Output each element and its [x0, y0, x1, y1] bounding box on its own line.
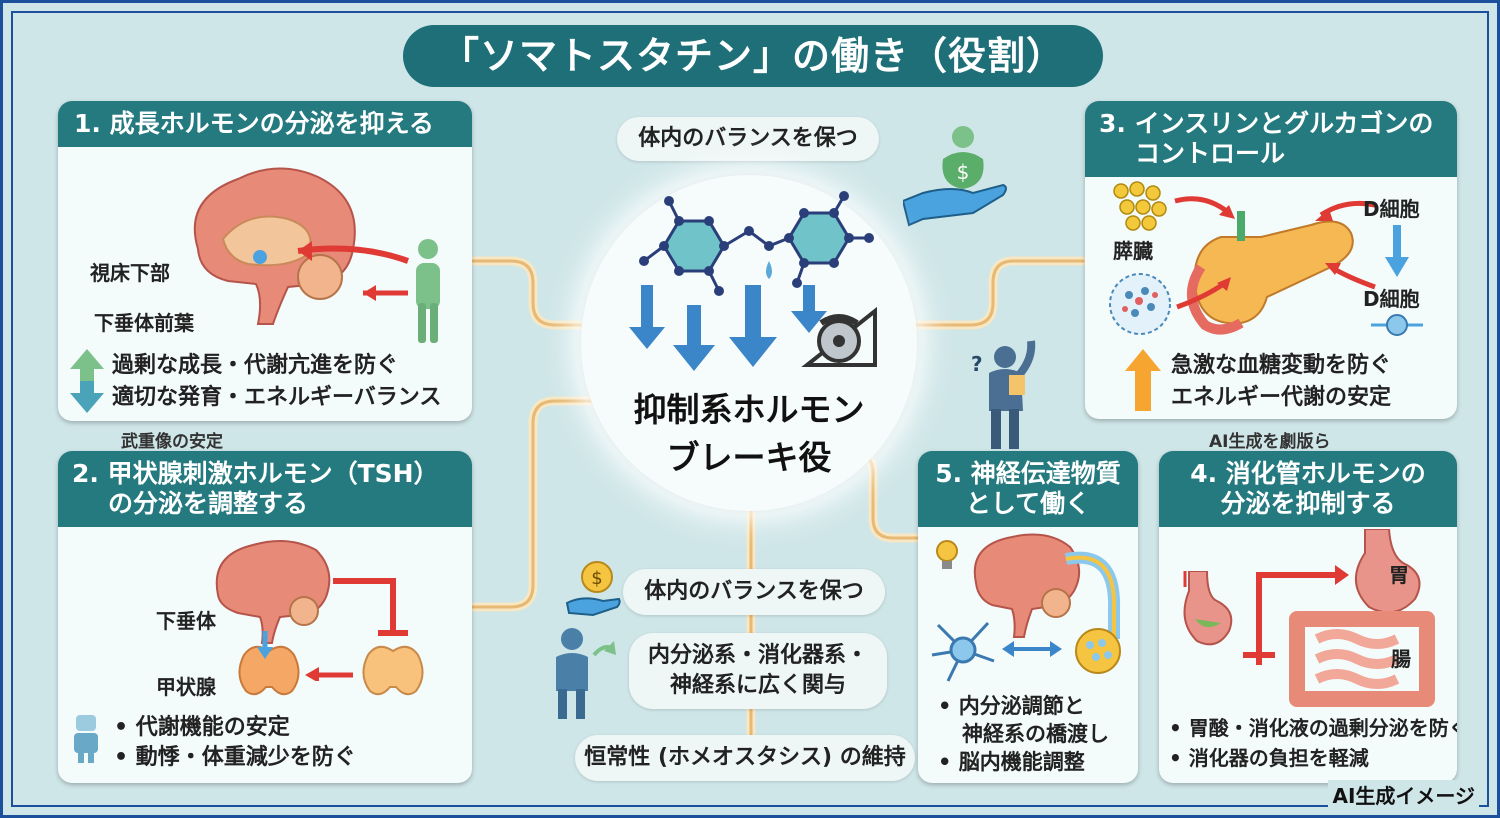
panel-gi-hormone: 4. 消化管ホルモンの 分泌を抑制する 胃 腸 • 胃酸・消化液の過剰分泌を防ぐ…: [1159, 451, 1457, 783]
svg-text:$: $: [591, 568, 602, 589]
panel1-header: 1. 成長ホルモンの分泌を抑える: [58, 101, 472, 147]
panel1-stray-text: 武重像の安定: [121, 432, 223, 452]
stomach-icon: [1354, 529, 1421, 614]
panel5-bullet-1: • 内分泌調節と: [938, 694, 1085, 718]
panel5-header: 5. 神経伝達物質 として働く: [918, 451, 1138, 527]
intestine-icon: [1289, 611, 1435, 707]
label-anterior-pituitary: 下垂体前葉: [94, 311, 194, 335]
panel4-bullet-1: • 胃酸・消化液の過剰分泌を防ぐ: [1169, 716, 1457, 740]
panel3-header-line2: コントロール: [1135, 139, 1286, 168]
pancreas-arrows-icon: [1174, 196, 1376, 310]
thyroid-icon-right: [362, 645, 424, 696]
stomach-small-icon: [1183, 571, 1233, 646]
center-circle: 抑制系ホルモン ブレーキ役: [581, 175, 917, 511]
person-thinking-icon: [556, 628, 616, 719]
brain-icon-small: [215, 540, 331, 644]
person-icon: [416, 239, 440, 343]
panel3-stray-text: AI生成を劇版ら: [1209, 432, 1331, 452]
center-pill-systems: 内分泌系・消化器系・ 神経系に広く関与: [629, 633, 887, 709]
center-pill-balance: 体内のバランスを保つ: [623, 569, 885, 615]
center-pill-systems-line2: 神経系に広く関与: [669, 673, 846, 698]
panel3-bullet-2: エネルギー代謝の安定: [1171, 385, 1392, 410]
panel-neurotransmitter: 5. 神経伝達物質 として働く • 内: [918, 451, 1138, 783]
panel-tsh: 2. 甲状腺刺激ホルモン（TSH） の分泌を調整する 下垂体 甲状腺: [58, 451, 472, 783]
panel-insulin-glucagon: 3. インスリンとグルカゴンの コントロール 膵臓: [1085, 101, 1457, 419]
label-d-cell-2: D細胞: [1363, 287, 1420, 311]
label-stomach: 胃: [1389, 563, 1409, 587]
label-hypothalamus: 視床下部: [90, 261, 170, 285]
thyroid-icon: [238, 645, 300, 696]
ai-generated-label: AI生成イメージ: [1328, 780, 1479, 809]
brake-icon: [801, 307, 877, 367]
molecule-icon: [639, 191, 874, 296]
panel-growth-hormone: 1. 成長ホルモンの分泌を抑える 視床下部 下垂体前葉 過剰な成長・代謝亢進を防…: [58, 101, 472, 421]
brain-icon: [193, 167, 356, 325]
panel2-header-line2: の分泌を調整する: [108, 489, 309, 518]
neuron-icon: [931, 621, 995, 682]
label-thyroid: 甲状腺: [156, 675, 216, 699]
panel4-header-line2: 分泌を抑制する: [1220, 489, 1396, 518]
robot-icon: [74, 715, 98, 763]
panel5-bullet-2: 神経系の橋渡し: [962, 722, 1109, 746]
panel5-header-line2: として働く: [965, 489, 1091, 518]
label-intestine: 腸: [1391, 647, 1411, 671]
bidirectional-arrow-icon: [1002, 641, 1062, 657]
center-pill-systems-line1: 内分泌系・消化器系・: [647, 643, 868, 668]
pancreas-icon: [1186, 211, 1354, 335]
panel4-header-line1: 4. 消化管ホルモンの: [1190, 459, 1426, 488]
center-title-line2: ブレーキ役: [666, 438, 832, 477]
stomach-intestine-arrows-icon: [1243, 565, 1349, 665]
panel1-bullet-1: 過剰な成長・代謝亢進を防ぐ: [112, 353, 399, 378]
up-down-arrow-icon: [70, 349, 104, 413]
panel5-bullet-3: • 脳内機能調整: [938, 750, 1085, 774]
label-pituitary: 下垂体: [156, 609, 216, 633]
panel2-header: 2. 甲状腺刺激ホルモン（TSH） の分泌を調整する: [58, 451, 472, 527]
coin-hand-icon: $: [565, 561, 621, 617]
center-title-line1: 抑制系ホルモン: [633, 390, 865, 429]
feedback-arrows-icon: [257, 578, 408, 681]
cells-cluster-icon: [1113, 181, 1167, 231]
panel2-bullet-1: • 代謝機能の安定: [114, 715, 290, 740]
synapse-icon: [1075, 628, 1121, 674]
panel3-header: 3. インスリンとグルカゴンの コントロール: [1085, 101, 1457, 177]
panel2-header-line1: 2. 甲状腺刺激ホルモン（TSH）: [72, 459, 439, 488]
svg-text:?: ?: [971, 352, 983, 376]
center-pill-homeostasis: 恒常性 (ホメオスタシス) の維持: [575, 735, 915, 781]
flame-arrow-icon: [1125, 349, 1161, 411]
panel5-header-line1: 5. 神経伝達物質: [935, 459, 1121, 488]
panel4-header: 4. 消化管ホルモンの 分泌を抑制する: [1159, 451, 1457, 527]
suppress-arrow-icon: [297, 241, 410, 301]
hand-money-icon: $: [903, 126, 1007, 227]
down-arrows-icon: [629, 285, 827, 371]
panel2-bullet-2: • 動悸・体重減少を防ぐ: [114, 745, 356, 770]
center-top-pill: 体内のバランスを保つ: [617, 117, 879, 161]
down-arrow-icon: [1385, 225, 1409, 277]
svg-text:$: $: [957, 160, 970, 184]
panel4-bullet-2: • 消化器の負担を軽減: [1169, 746, 1369, 770]
label-pancreas: 膵臓: [1113, 239, 1153, 263]
islet-cells-icon: [1109, 273, 1171, 335]
capsule-icon: [1371, 314, 1423, 336]
question-person-icon: ?: [971, 340, 1036, 449]
panel3-header-line1: 3. インスリンとグルカゴンの: [1099, 109, 1434, 138]
lightbulb-icon: [936, 540, 958, 569]
label-d-cell-1: D細胞: [1363, 197, 1420, 221]
panel1-bullet-2: 適切な発育・エネルギーバランス: [112, 385, 442, 410]
page-title: 「ソマトスタチン」の働き（役割）: [403, 25, 1103, 87]
inner-frame: [11, 11, 1489, 807]
panel3-bullet-1: 急激な血糖変動を防ぐ: [1171, 353, 1392, 378]
